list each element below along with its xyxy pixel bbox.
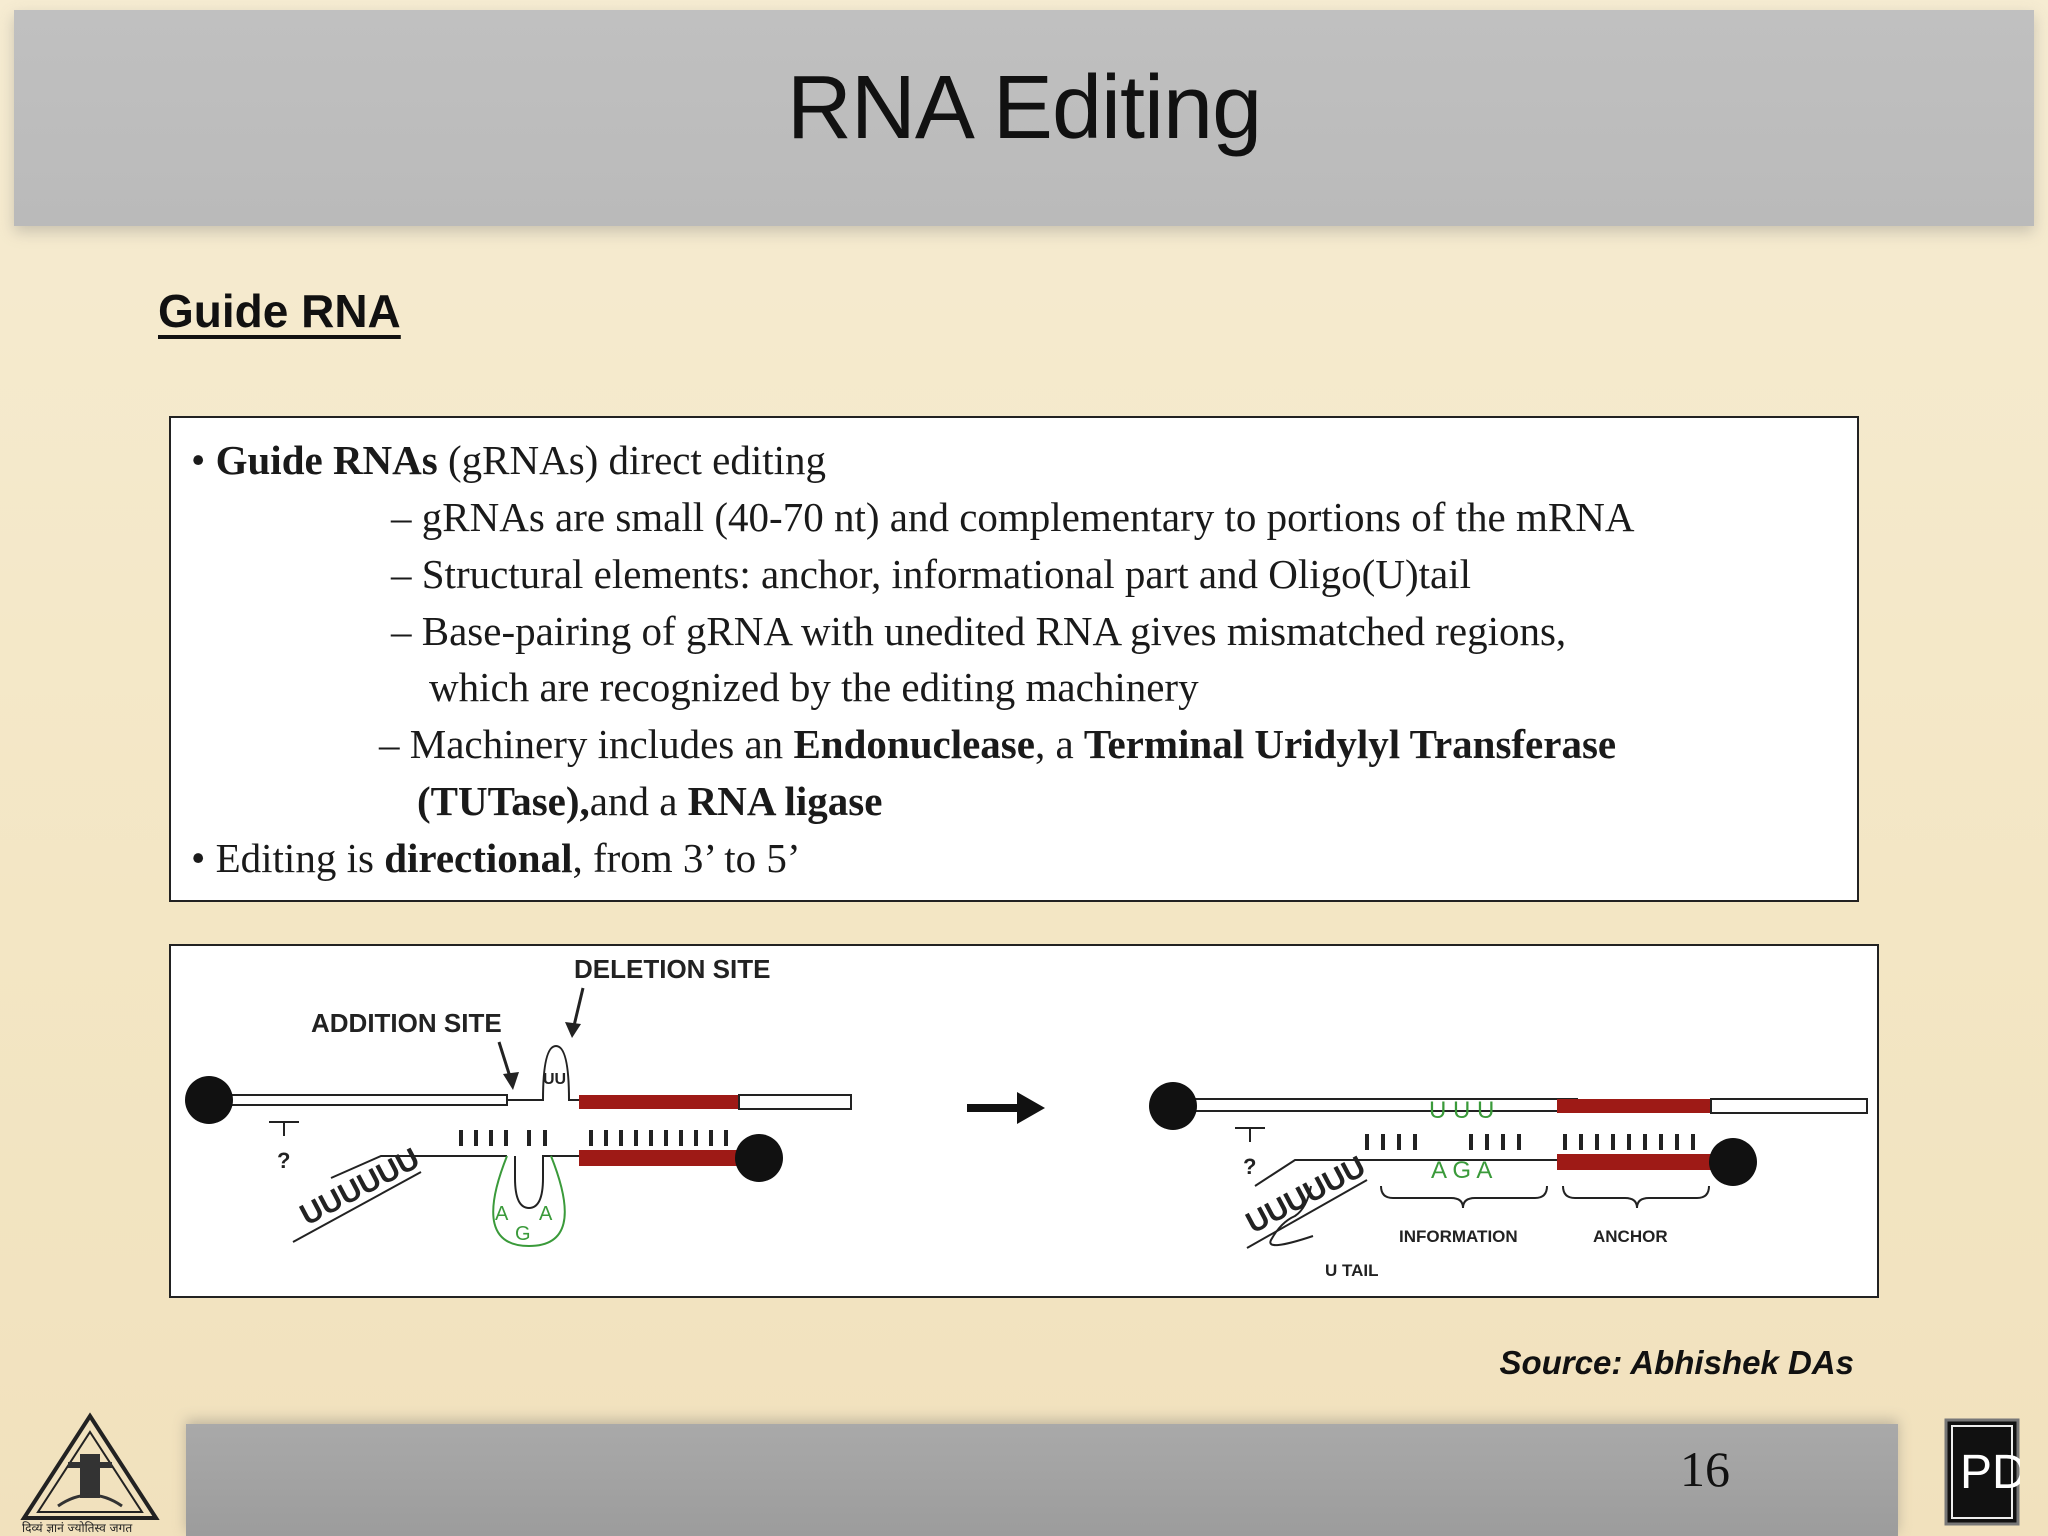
anchor-brace <box>1562 1185 1710 1209</box>
edited-mrna-strand <box>1176 1098 1578 1112</box>
sub-bullet-2-text: Structural elements: anchor, information… <box>421 551 1471 597</box>
pd-logo-letters: PD <box>1960 1446 2020 1499</box>
institution-logo: दिव्यं ज्ञानं ज्योतिस्व जगत <box>20 1412 160 1534</box>
edited-grna-anchor-red <box>1557 1154 1711 1170</box>
dash-glyph: – <box>379 721 400 767</box>
directional-term: directional <box>384 835 573 881</box>
sub-bullet-1: – gRNAs are small (40-70 nt) and complem… <box>391 497 1634 538</box>
dash-glyph: – <box>391 551 412 597</box>
sub-bullet-3-cont: which are recognized by the editing mach… <box>429 664 1199 710</box>
anchor-label: ANCHOR <box>1593 1227 1668 1246</box>
deletion-arrow <box>571 987 585 1031</box>
bullet-1: • Guide RNAs (gRNAs) direct editing <box>191 440 826 481</box>
bullet-2: • Editing is directional, from 3’ to 5’ <box>191 838 801 879</box>
information-label: INFORMATION <box>1399 1227 1518 1246</box>
source-credit: Source: Abhishek DAs <box>1499 1344 1854 1381</box>
addition-arrowhead <box>503 1072 519 1090</box>
slide-title: RNA Editing <box>786 57 1262 158</box>
grna-anchor-red-left <box>579 1150 739 1166</box>
pd-logo: PD <box>1944 1418 2020 1526</box>
sub-bullet-1-text: gRNAs are small (40-70 nt) and complemen… <box>421 494 1635 540</box>
grna-diagram-box: ? UUUUUU A G A UU DELETION SITE ADDITION… <box>169 944 1879 1298</box>
bullet-2-text-c: , from 3’ to 5’ <box>572 835 801 881</box>
sub-bullet-4: – Machinery includes an Endonuclease, a … <box>379 724 1616 765</box>
bullet-text-box: • Guide RNAs (gRNAs) direct editing – gR… <box>169 416 1859 902</box>
pairing-ticks-left <box>459 1130 728 1146</box>
u-tail-label: U TAIL <box>1325 1261 1379 1280</box>
sub-bullet-4-cont: (TUTase),and a RNA ligase <box>417 781 882 822</box>
grna-diagram: ? UUUUUU A G A UU DELETION SITE ADDITION… <box>185 954 1868 1280</box>
logo-left-caption: दिव्यं ज्ञानं ज्योतिस्व जगत <box>22 1521 133 1534</box>
mrna-strand-right <box>738 1094 852 1110</box>
grna-end-left <box>735 1134 783 1182</box>
page-number: 16 <box>1680 1441 1730 1497</box>
edited-grna-end <box>1709 1138 1757 1186</box>
loop-a1: A <box>495 1203 509 1225</box>
bullet-glyph: • <box>191 835 206 881</box>
title-bar: RNA Editing <box>14 10 2034 226</box>
sub-bullet-4-text-c: , a <box>1034 721 1084 767</box>
footer-bar <box>186 1424 1898 1536</box>
tutase-term: Terminal Uridylyl Transferase <box>1083 721 1617 767</box>
information-brace <box>1380 1185 1548 1209</box>
question-mark-left: ? <box>277 1148 290 1173</box>
sub-bullet-4-text-f: and a <box>589 778 688 824</box>
utail-line-left <box>292 1171 422 1243</box>
loop-g: G <box>515 1223 531 1245</box>
edited-uuu: U U U <box>1429 1097 1494 1124</box>
dash-glyph: – <box>391 608 412 654</box>
deletion-loop <box>507 1044 579 1101</box>
sub-bullet-3-text: Base-pairing of gRNA with unedited RNA g… <box>421 608 1567 654</box>
pairing-ticks-right <box>1365 1134 1695 1150</box>
edited-grna-strand <box>1254 1159 1557 1187</box>
sub-bullet-4-text-a: Machinery includes an <box>409 721 794 767</box>
bullet-glyph: • <box>191 437 206 483</box>
sub-bullet-3: – Base-pairing of gRNA with unedited RNA… <box>391 611 1566 652</box>
deletion-arrowhead <box>565 1022 581 1038</box>
left-panel: ? UUUUUU A G A UU DELETION SITE ADDITION… <box>185 954 852 1248</box>
grna-strand-left <box>330 1155 579 1210</box>
bullet-2-text-a: Editing is <box>215 835 385 881</box>
addition-site-label: ADDITION SITE <box>311 1008 502 1038</box>
endonuclease-term: Endonuclease <box>793 721 1035 767</box>
edited-mrna-end <box>1710 1098 1868 1114</box>
utail-left: UUUUUU <box>295 1142 425 1232</box>
dash-glyph: – <box>391 494 412 540</box>
mrna-cap-left <box>185 1076 233 1124</box>
utail-right: UUUUUU <box>1241 1150 1371 1240</box>
tutase-abbrev: (TUTase), <box>417 778 590 824</box>
loop-a2: A <box>539 1203 553 1225</box>
right-panel: U U U A G A ? UUUUUU INFO <box>1149 1082 1868 1280</box>
mrna-strand-left <box>206 1094 508 1106</box>
transition-arrow <box>967 1092 1045 1124</box>
utail-brace <box>1269 1185 1314 1247</box>
section-heading: Guide RNA <box>158 285 401 337</box>
addition-loop <box>492 1155 566 1248</box>
utail-line-right <box>1246 1179 1368 1249</box>
deletion-uu: UU <box>543 1071 566 1088</box>
edited-aga: A G A <box>1431 1157 1492 1184</box>
edited-mrna-cap <box>1149 1082 1197 1130</box>
question-mark-right: ? <box>1243 1154 1256 1179</box>
rna-ligase-term: RNA ligase <box>687 778 883 824</box>
bullet-1-text: (gRNAs) direct editing <box>437 437 827 483</box>
mrna-anchor-red-left <box>579 1095 739 1109</box>
bullet-1-bold: Guide RNAs <box>215 437 438 483</box>
deletion-site-label: DELETION SITE <box>574 954 770 984</box>
edited-mrna-anchor-red <box>1557 1099 1711 1113</box>
sub-bullet-2: – Structural elements: anchor, informati… <box>391 554 1471 595</box>
